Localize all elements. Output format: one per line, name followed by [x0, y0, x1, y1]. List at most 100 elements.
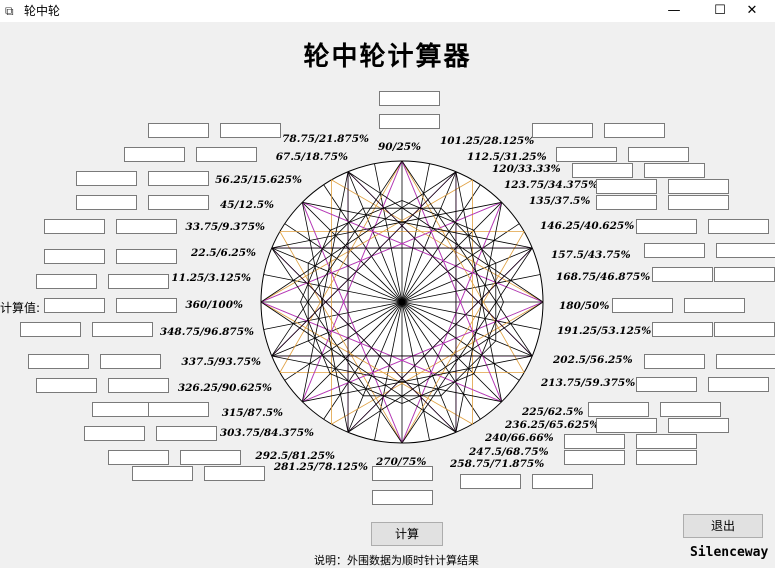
result-box[interactable]	[108, 450, 169, 465]
result-box[interactable]	[716, 243, 775, 258]
angle-label: 303.75/84.375%	[219, 427, 314, 439]
result-box[interactable]	[588, 402, 649, 417]
angle-label: 120/33.33%	[492, 163, 561, 175]
result-box[interactable]	[92, 402, 153, 417]
wheel-line	[374, 163, 403, 303]
result-box[interactable]	[564, 434, 625, 449]
wheel-line	[300, 301, 331, 374]
result-box[interactable]	[100, 354, 161, 369]
exit-button[interactable]: 退出	[683, 514, 763, 538]
result-box[interactable]	[668, 195, 729, 210]
result-box[interactable]	[44, 219, 105, 234]
result-box[interactable]	[532, 123, 593, 138]
result-box[interactable]	[644, 354, 705, 369]
angle-label: 360/100%	[185, 299, 243, 311]
result-box[interactable]	[596, 179, 657, 194]
result-box[interactable]	[196, 147, 257, 162]
result-box[interactable]	[644, 243, 705, 258]
wheel-line	[401, 202, 503, 444]
result-box[interactable]	[116, 219, 177, 234]
result-box[interactable]	[124, 147, 185, 162]
wheel-line	[401, 373, 474, 404]
result-box[interactable]	[684, 298, 745, 313]
result-box[interactable]	[379, 91, 440, 106]
result-box[interactable]	[44, 249, 105, 264]
result-box[interactable]	[708, 219, 769, 234]
result-box[interactable]	[668, 179, 729, 194]
wheel-line	[260, 179, 473, 303]
result-box[interactable]	[379, 114, 440, 129]
result-box[interactable]	[708, 377, 769, 392]
close-button[interactable]: ✕	[746, 3, 758, 18]
result-box[interactable]	[460, 474, 521, 489]
result-box[interactable]	[156, 426, 217, 441]
minimize-button[interactable]: —	[667, 3, 681, 18]
result-box[interactable]	[204, 466, 265, 481]
result-box[interactable]	[714, 267, 775, 282]
result-box[interactable]	[84, 426, 145, 441]
result-box[interactable]	[148, 123, 209, 138]
result-box[interactable]	[116, 249, 177, 264]
maximize-button[interactable]: ☐	[714, 3, 726, 18]
wheel-line	[307, 207, 364, 264]
result-box[interactable]	[652, 267, 713, 282]
angle-label: 11.25/3.125%	[171, 272, 251, 284]
result-box[interactable]	[652, 322, 713, 337]
result-box[interactable]	[636, 450, 697, 465]
calculate-button[interactable]: 计算	[371, 522, 443, 546]
result-box[interactable]	[604, 123, 665, 138]
wheel-line	[401, 160, 503, 402]
result-box[interactable]	[532, 474, 593, 489]
angle-label: 348.75/96.875%	[159, 326, 254, 338]
title-bar: ⧉ 轮中轮 — ☐ ✕	[0, 0, 775, 22]
result-box[interactable]	[668, 418, 729, 433]
wheel-line	[473, 301, 504, 374]
wheel-line	[401, 301, 541, 330]
result-box[interactable]	[564, 450, 625, 465]
result-box[interactable]	[116, 298, 177, 313]
result-box[interactable]	[36, 378, 97, 393]
result-box[interactable]	[636, 434, 697, 449]
result-box[interactable]	[76, 195, 137, 210]
result-box[interactable]	[636, 219, 697, 234]
wheel-diagram	[260, 160, 544, 444]
wheel-line	[401, 202, 502, 303]
result-box[interactable]	[148, 171, 209, 186]
result-box[interactable]	[148, 195, 209, 210]
result-box[interactable]	[92, 322, 153, 337]
result-box[interactable]	[180, 450, 241, 465]
wheel-line	[473, 230, 504, 303]
result-box[interactable]	[372, 490, 433, 505]
result-box[interactable]	[596, 418, 657, 433]
wheel-line	[260, 301, 473, 425]
result-box[interactable]	[132, 466, 193, 481]
result-box[interactable]	[572, 163, 633, 178]
angle-label: 157.5/43.75%	[551, 249, 631, 261]
result-box[interactable]	[372, 466, 433, 481]
result-box[interactable]	[76, 171, 137, 186]
result-box[interactable]	[596, 195, 657, 210]
signature: Silenceway	[690, 545, 769, 560]
result-box[interactable]	[148, 402, 209, 417]
result-box[interactable]	[20, 322, 81, 337]
result-box[interactable]	[644, 163, 705, 178]
wheel-line	[279, 231, 403, 444]
result-box[interactable]	[628, 147, 689, 162]
input-field[interactable]	[44, 298, 105, 313]
result-box[interactable]	[36, 274, 97, 289]
result-box[interactable]	[556, 147, 617, 162]
wheel-line	[300, 230, 331, 303]
wheel-line	[279, 160, 403, 373]
result-box[interactable]	[612, 298, 673, 313]
result-box[interactable]	[220, 123, 281, 138]
wheel-line	[260, 201, 502, 303]
result-box[interactable]	[714, 322, 775, 337]
result-box[interactable]	[660, 402, 721, 417]
result-box[interactable]	[28, 354, 89, 369]
app-icon: ⧉	[5, 4, 14, 18]
result-box[interactable]	[716, 354, 775, 369]
result-box[interactable]	[108, 378, 169, 393]
result-box[interactable]	[108, 274, 169, 289]
result-box[interactable]	[636, 377, 697, 392]
wheel-line	[331, 179, 544, 303]
